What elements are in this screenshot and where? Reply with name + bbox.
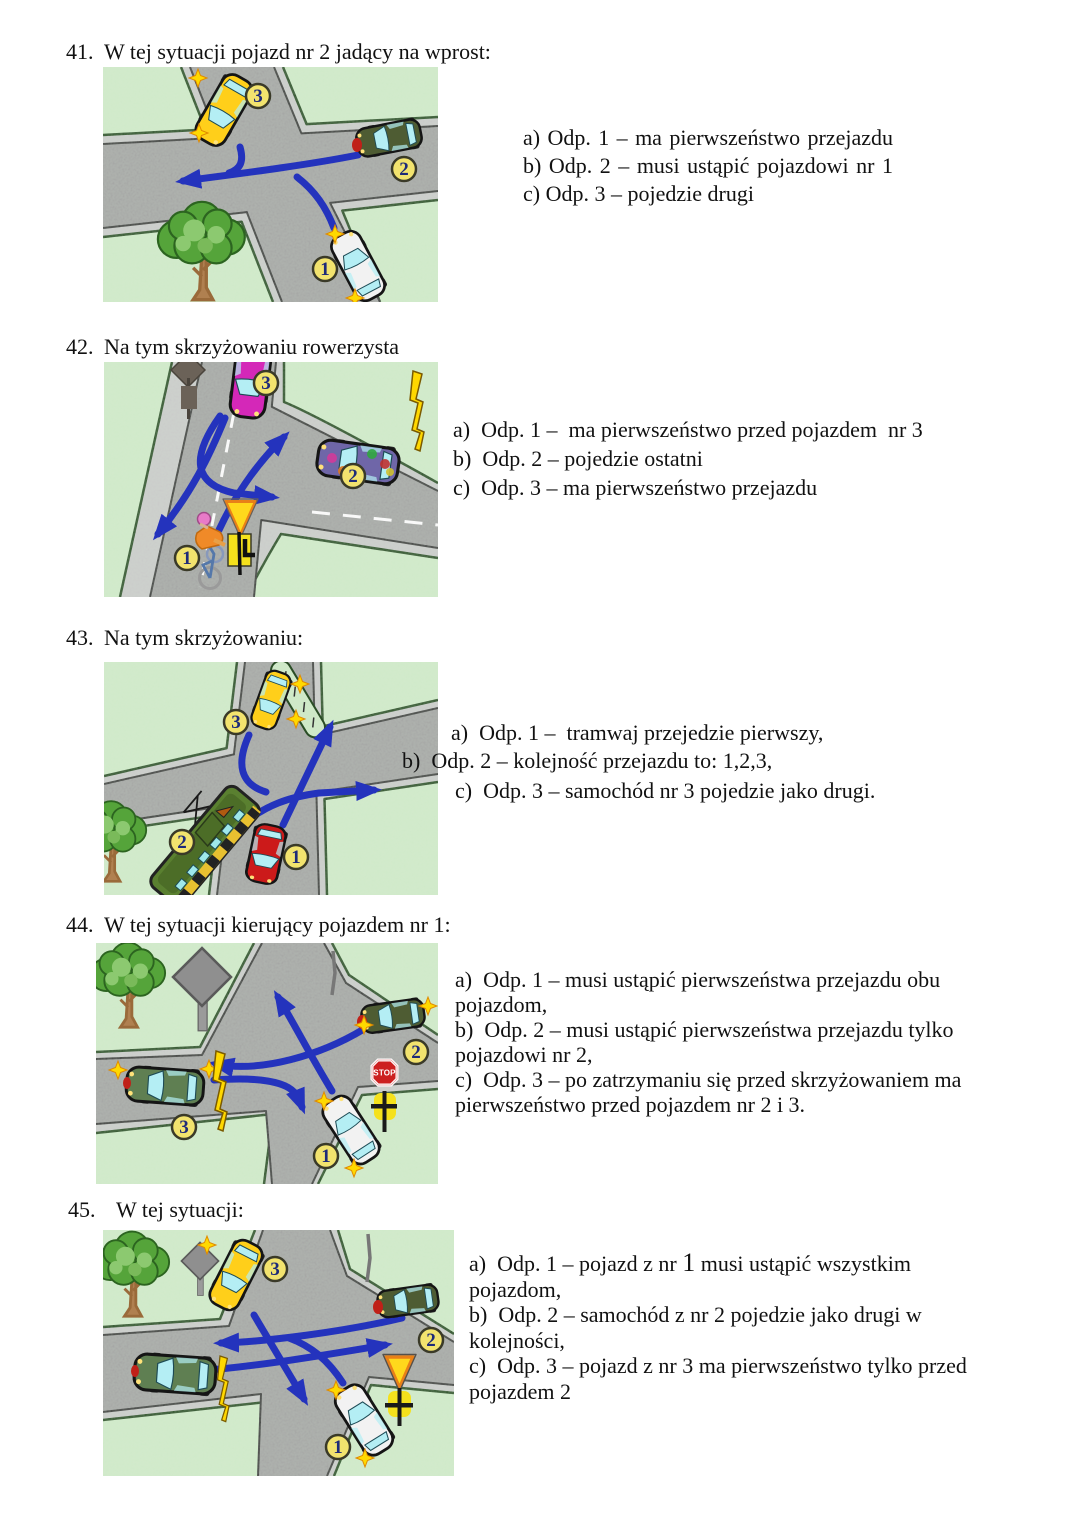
svg-text:STOP: STOP	[373, 1069, 396, 1078]
svg-text:1: 1	[320, 259, 330, 280]
svg-text:3: 3	[261, 373, 271, 394]
svg-text:2: 2	[399, 159, 409, 180]
svg-text:1: 1	[291, 847, 301, 868]
svg-text:3: 3	[179, 1117, 189, 1138]
svg-text:2: 2	[411, 1042, 421, 1063]
svg-text:3: 3	[270, 1259, 280, 1280]
svg-text:2: 2	[348, 466, 358, 487]
svg-text:2: 2	[426, 1330, 436, 1351]
svg-text:3: 3	[231, 712, 241, 733]
svg-text:2: 2	[177, 832, 187, 853]
svg-text:1: 1	[321, 1146, 331, 1167]
svg-text:3: 3	[253, 86, 263, 107]
svg-text:1: 1	[182, 548, 192, 569]
svg-text:1: 1	[333, 1437, 343, 1458]
